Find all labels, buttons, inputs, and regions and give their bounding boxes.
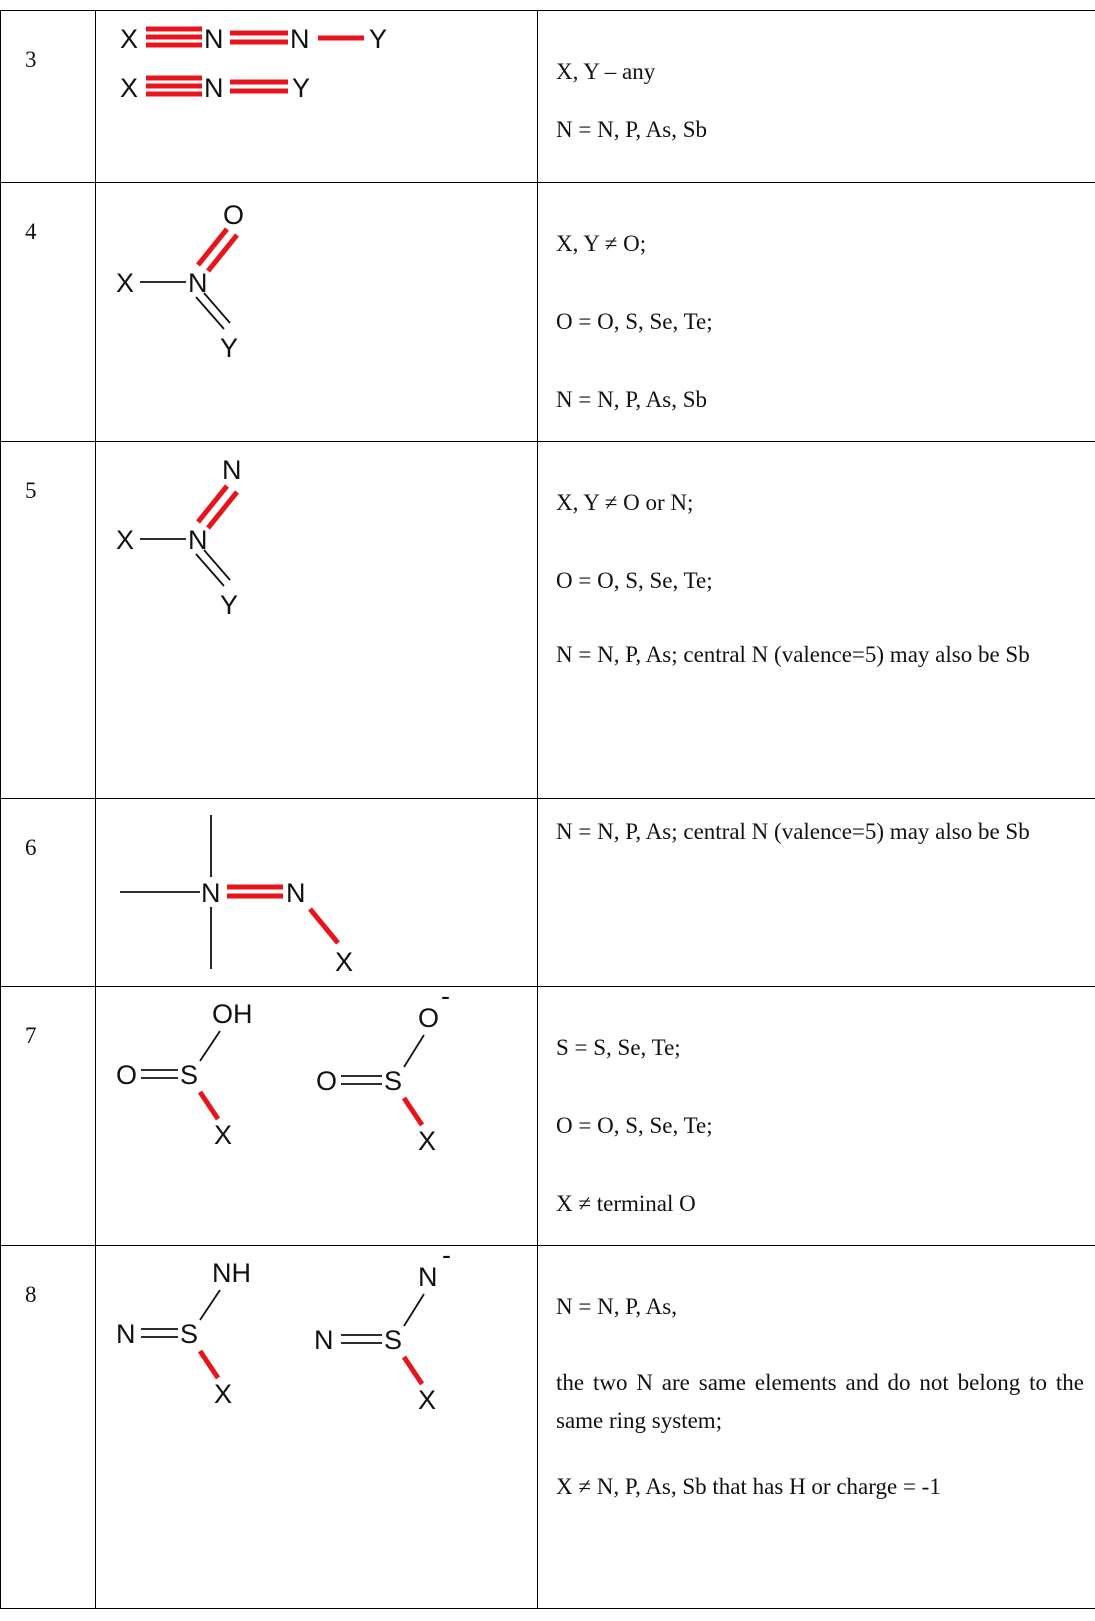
atom-label: X [418,1126,436,1156]
atom-label: X [214,1120,232,1150]
structure-diagram-5: N X N Y [116,455,242,620]
atom-label: X [116,525,134,555]
atom-label: Y [292,73,310,103]
structure-cell: OH O S X O - O S X [95,986,538,1246]
table-row: 7 OH O S X O - O S X [0,986,1095,1246]
atom-label: N [418,1262,438,1292]
atom-label: N [204,24,224,54]
structure-diagram-4: O X N Y [116,200,244,363]
atom-label: N [204,73,224,103]
atom-label: X [418,1385,436,1415]
description-cell: S = S, Se, Te; O = O, S, Se, Te; X ≠ ter… [537,986,1095,1246]
row-number-cell: 3 [0,10,96,183]
description-cell: N = N, P, As, the two N are same element… [537,1245,1095,1609]
atom-label: O [418,1003,439,1033]
atom-label: S [180,1060,198,1090]
description-cell: X, Y ≠ O or N; O = O, S, Se, Te; N = N, … [537,441,1095,799]
atom-label: S [384,1325,402,1355]
atom-label: X [116,268,134,298]
structure-diagram-3: X N N Y X N Y [120,24,387,103]
row-number-cell: 7 [0,986,96,1246]
table-row: 3 X N N Y X N Y [0,10,1095,183]
structure-cell: NH N S X N - N S X [95,1245,538,1609]
row-number-cell: 5 [0,441,96,799]
table-row: 4 O X N Y X, Y ≠ O; O = O, S, Se, Te; N … [0,182,1095,442]
structure-cell: O X N Y [95,182,538,442]
atom-label: N [290,24,310,54]
structure-diagram-6: N N X [120,815,353,977]
description-cell: X, Y ≠ O; O = O, S, Se, Te; N = N, P, As… [537,182,1095,442]
atom-label: O [316,1066,337,1096]
atom-label: N [286,878,306,908]
atom-label: O [223,200,244,230]
atom-label: OH [212,999,253,1029]
atom-label: N [116,1319,136,1349]
atom-label: S [180,1319,198,1349]
atom-label: NH [212,1258,251,1288]
atom-label: N [314,1325,334,1355]
description-cell: N = N, P, As; central N (valence=5) may … [537,798,1095,987]
table-row: 6 N N X N = N, P, As; central N (valence… [0,798,1095,987]
charge-label: - [442,1246,451,1270]
atom-label: X [335,947,353,977]
structure-diagram-7: OH O S X O - O S X [116,987,450,1156]
structure-cell: N X N Y [95,441,538,799]
row-number-cell: 6 [0,798,96,987]
atom-label: Y [220,333,238,363]
substructure-rules-table: 3 X N N Y X N Y [0,10,1095,1609]
row-number-cell: 8 [0,1245,96,1609]
atom-label: O [116,1060,137,1090]
atom-label: X [214,1379,232,1409]
structure-cell: X N N Y X N Y [95,10,538,183]
structure-cell: N N X [95,798,538,987]
description-cell: X, Y – any N = N, P, As, Sb [537,10,1095,183]
atom-label: S [384,1066,402,1096]
atom-label: X [120,24,138,54]
atom-label: N [188,525,208,555]
atom-label: Y [220,590,238,620]
atom-label: N [222,455,242,485]
charge-label: - [441,987,450,1011]
atom-label: N [201,878,221,908]
row-number-cell: 4 [0,182,96,442]
atom-label: Y [369,24,387,54]
atom-label: N [188,268,208,298]
atom-label: X [120,73,138,103]
table-row: 8 NH N S X N - N S X [0,1245,1095,1609]
structure-diagram-8: NH N S X N - N S X [116,1246,451,1415]
table-row: 5 N X N Y X, Y ≠ O or N; O = O, S, Se, T… [0,441,1095,799]
